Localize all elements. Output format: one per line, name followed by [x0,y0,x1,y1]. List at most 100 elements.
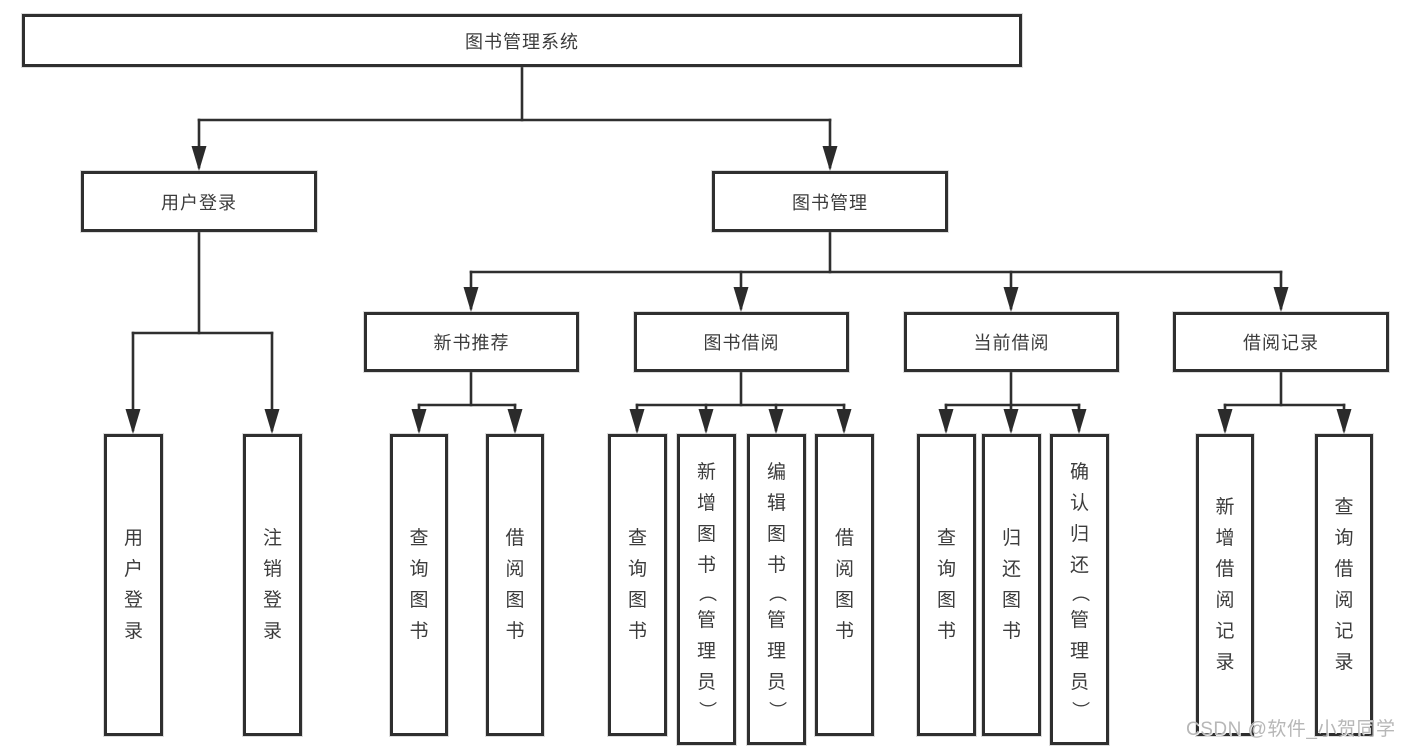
node-leaf-borrow-books-2: 借阅图书 [815,434,874,736]
node-borrow-records: 借阅记录 [1173,312,1389,372]
vertical-char: 查 [627,528,647,549]
vertical-paren: （ [1069,584,1090,602]
arrowhead-down-icon [264,409,280,434]
vertical-char: 归 [1001,528,1021,549]
vertical-char: 管 [1069,610,1089,631]
vertical-char: 图 [834,590,854,611]
vertical-char: 借 [834,528,854,549]
arrowhead-down-icon [698,409,714,434]
vertical-paren: ） [1069,701,1090,719]
vertical-char: 图 [1001,590,1021,611]
vertical-char: 归 [1069,524,1089,545]
node-leaf-add-borrow-record: 新增借阅记录 [1196,434,1254,736]
vertical-char: 借 [1334,559,1354,580]
node-leaf-query-books-2: 查询图书 [608,434,667,736]
node-user-login: 用户登录 [81,171,317,232]
vertical-char: 确 [1069,462,1089,483]
vertical-char: 理 [766,641,786,662]
vertical-char: 书 [696,555,716,576]
vertical-char: 记 [1334,621,1354,642]
vertical-char: 查 [1334,497,1354,518]
vertical-char: 用 [123,528,143,549]
node-leaf-return-book: 归还图书 [982,434,1041,736]
vertical-char: 书 [505,621,525,642]
arrowhead-down-icon [1217,409,1233,434]
vertical-char: 图 [936,590,956,611]
arrowhead-down-icon [1336,409,1352,434]
vertical-char: 图 [505,590,525,611]
arrowhead-down-icon [938,409,954,434]
vertical-char: 图 [696,524,716,545]
arrowhead-down-icon [629,409,645,434]
node-leaf-borrow-books-1: 借阅图书 [486,434,544,736]
arrowhead-down-icon [1003,287,1019,312]
vertical-char: 记 [1215,621,1235,642]
arrowhead-down-icon [836,409,852,434]
arrowhead-down-icon [1273,287,1289,312]
vertical-paren: ） [696,701,717,719]
vertical-char: 增 [1215,528,1235,549]
arrowhead-down-icon [191,146,207,171]
arrowhead-down-icon [768,409,784,434]
vertical-char: 户 [123,559,143,580]
vertical-char: 书 [409,621,429,642]
vertical-char: 辑 [766,493,786,514]
vertical-char: 书 [936,621,956,642]
vertical-char: 增 [696,493,716,514]
vertical-char: 编 [766,462,786,483]
vertical-char: 管 [766,610,786,631]
vertical-char: 询 [409,559,429,580]
node-leaf-confirm-return-admin: 确认归还（管理员） [1050,434,1109,745]
arrowhead-down-icon [1003,409,1019,434]
vertical-char: 理 [1069,641,1089,662]
vertical-char: 询 [1334,528,1354,549]
vertical-char: 理 [696,641,716,662]
node-root: 图书管理系统 [22,14,1022,67]
vertical-char: 新 [696,462,716,483]
vertical-char: 登 [123,590,143,611]
vertical-char: 还 [1069,555,1089,576]
node-leaf-edit-book-admin: 编辑图书（管理员） [747,434,806,745]
node-book-borrow: 图书借阅 [634,312,849,372]
vertical-char: 书 [766,555,786,576]
vertical-char: 新 [1215,497,1235,518]
vertical-char: 借 [505,528,525,549]
vertical-char: 阅 [834,559,854,580]
vertical-char: 阅 [1334,590,1354,611]
vertical-char: 书 [627,621,647,642]
vertical-char: 书 [834,621,854,642]
vertical-char: 认 [1069,493,1089,514]
vertical-paren: ） [766,701,787,719]
vertical-char: 员 [766,672,786,693]
node-leaf-user-login: 用户登录 [104,434,163,736]
vertical-char: 销 [262,559,282,580]
vertical-char: 录 [1334,652,1354,673]
arrowhead-down-icon [463,287,479,312]
vertical-char: 图 [627,590,647,611]
node-leaf-add-book-admin: 新增图书（管理员） [677,434,736,745]
vertical-char: 借 [1215,559,1235,580]
vertical-char: 还 [1001,559,1021,580]
vertical-char: 图 [409,590,429,611]
arrowhead-down-icon [411,409,427,434]
vertical-char: 查 [409,528,429,549]
node-leaf-query-borrow-record: 查询借阅记录 [1315,434,1373,736]
arrowhead-down-icon [1071,409,1087,434]
vertical-char: 管 [696,610,716,631]
vertical-char: 登 [262,590,282,611]
node-new-book-recommend: 新书推荐 [364,312,579,372]
vertical-char: 询 [936,559,956,580]
vertical-char: 查 [936,528,956,549]
vertical-char: 录 [1215,652,1235,673]
arrowhead-down-icon [822,146,838,171]
vertical-char: 书 [1001,621,1021,642]
vertical-char: 录 [123,621,143,642]
vertical-paren: （ [696,584,717,602]
node-current-borrow: 当前借阅 [904,312,1119,372]
arrowhead-down-icon [125,409,141,434]
vertical-char: 阅 [1215,590,1235,611]
arrowhead-down-icon [507,409,523,434]
node-leaf-logout: 注销登录 [243,434,302,736]
